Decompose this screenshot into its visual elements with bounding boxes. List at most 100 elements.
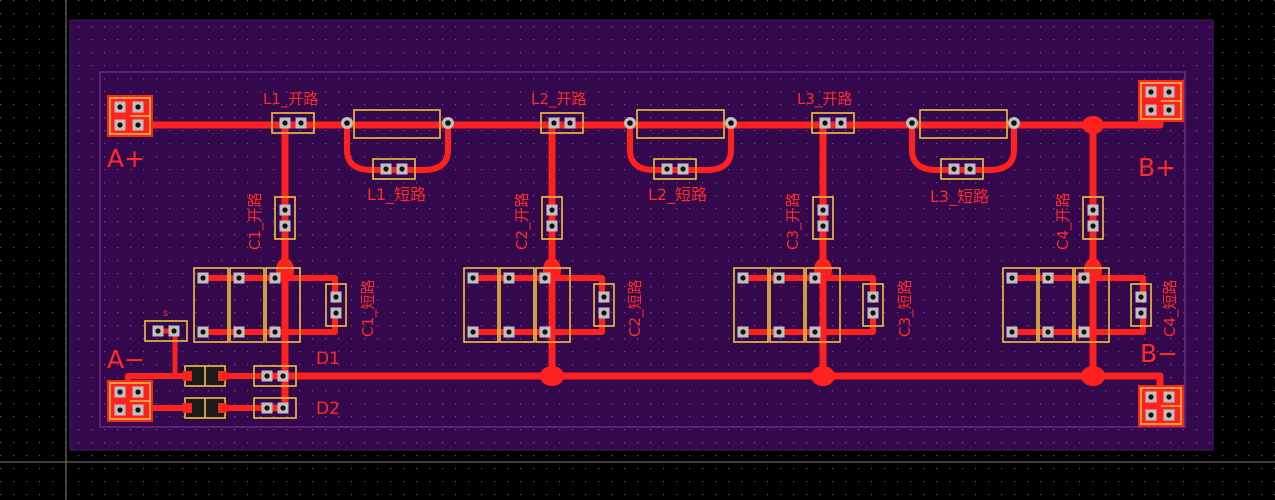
pad-hole — [333, 294, 339, 300]
pad-hole — [470, 275, 476, 281]
pad-hole — [117, 122, 123, 128]
series-short-loop-3 — [909, 122, 1017, 173]
bank-c3-capacitor-2-outline — [769, 267, 805, 343]
pad-hole — [870, 294, 876, 300]
diode-d2-pad-1[interactable] — [183, 403, 192, 413]
label-c3-short: C3_短路 — [896, 279, 915, 337]
pad-hole — [282, 223, 288, 229]
bank-c4-capacitor-3-outline — [1074, 267, 1110, 343]
pad-hole — [171, 328, 177, 334]
pad-hole — [812, 275, 818, 281]
pad-hole — [627, 120, 633, 126]
jumper-c4-open-outline — [1082, 196, 1104, 240]
pad-hole — [1148, 107, 1154, 113]
pad-hole — [664, 166, 670, 172]
pad-hole — [264, 405, 270, 411]
pad-hole — [135, 104, 141, 110]
pad-hole — [333, 310, 339, 316]
cap-bottom-bus-1 — [201, 313, 338, 335]
terminal-label-b-plus: B+ — [1138, 153, 1176, 182]
jumper-l3-open-outline — [811, 112, 855, 134]
pad-hole — [549, 207, 555, 213]
jumper-l1-open-outline — [271, 112, 315, 134]
pad-hole — [1009, 329, 1015, 335]
pad-hole — [200, 329, 206, 335]
pad-hole — [549, 223, 555, 229]
inductor-l2-outline — [636, 109, 725, 139]
jumper-c3-open-outline — [812, 196, 834, 240]
pad-hole — [967, 166, 973, 172]
pad-hole — [1148, 412, 1154, 418]
label-l1-open: L1_开路 — [263, 90, 318, 109]
pad-hole — [236, 329, 242, 335]
junction-3 — [811, 366, 835, 386]
pad-hole — [1090, 207, 1096, 213]
pad-hole — [282, 207, 288, 213]
label-l1-short: L1_短路 — [367, 185, 426, 205]
jumper-c2-open-outline — [541, 196, 563, 240]
pad-hole — [272, 275, 278, 281]
pad-hole — [200, 275, 206, 281]
jumper-c3-short-outline — [862, 283, 884, 327]
pad-hole — [280, 373, 286, 379]
diode-d1-pad-2[interactable] — [218, 371, 227, 381]
jumper-l1-short-outline — [372, 158, 416, 180]
junction-2 — [540, 366, 564, 386]
component-layer — [107, 80, 1184, 427]
pad-hole — [445, 120, 451, 126]
pad-hole — [264, 373, 270, 379]
pad-hole — [551, 120, 557, 126]
pad-hole — [1045, 329, 1051, 335]
pad-hole — [1166, 394, 1172, 400]
pad-hole — [1081, 275, 1087, 281]
board-grid — [70, 20, 1213, 450]
pad-hole — [740, 275, 746, 281]
bank-c2-capacitor-3-outline — [535, 267, 571, 343]
pad-hole — [236, 275, 242, 281]
bank-c4-capacitor-1-outline — [1002, 267, 1038, 343]
pad-hole — [1011, 120, 1017, 126]
label-c1-open: C1_开路 — [246, 192, 265, 250]
bank-c1-capacitor-1-outline — [193, 267, 229, 343]
bank-c1-capacitor-3-outline — [265, 267, 301, 343]
pad-hole — [117, 104, 123, 110]
label-c2-open: C2_开路 — [513, 192, 532, 250]
pad-hole — [909, 120, 915, 126]
pad-hole — [601, 294, 607, 300]
bank-c2-capacitor-2-outline — [499, 267, 535, 343]
label-l2-short: L2_短路 — [648, 185, 707, 205]
jumper-l3-short-outline — [940, 158, 984, 180]
pad-hole — [135, 122, 141, 128]
pad-hole — [838, 120, 844, 126]
terminal-label-a-minus: A− — [107, 345, 145, 374]
pad-hole — [1166, 107, 1172, 113]
label-c3-open: C3_开路 — [784, 192, 803, 250]
inductor-l1-outline — [353, 109, 441, 139]
pad-hole — [1138, 310, 1144, 316]
pad-hole — [542, 275, 548, 281]
jumper-l2-short-outline — [653, 158, 697, 180]
silkscreen-text-layer: A+ A− B+ B− D1 D2 s L1_开路 L2_开路 L3_开路 L1… — [107, 90, 1180, 419]
label-l3-open: L3_开路 — [797, 90, 852, 109]
label-c2-short: C2_短路 — [626, 279, 645, 337]
junction-b-plus — [1082, 116, 1104, 134]
pad-hole — [870, 310, 876, 316]
pad-hole — [1148, 394, 1154, 400]
diode-d2-pad-2[interactable] — [218, 403, 227, 413]
pad-hole — [820, 223, 826, 229]
bank-c3-capacitor-3-outline — [805, 267, 841, 343]
pad-hole — [1090, 223, 1096, 229]
pad-hole — [601, 310, 607, 316]
pad-hole — [272, 329, 278, 335]
pad-hole — [740, 329, 746, 335]
pad-hole — [776, 275, 782, 281]
pad-hole — [542, 329, 548, 335]
pad-hole — [567, 120, 573, 126]
pad-hole — [117, 389, 123, 395]
cap-bottom-bus-4 — [1009, 313, 1146, 335]
bank-c3-capacitor-1-outline — [733, 267, 769, 343]
label-l3-short: L3_短路 — [930, 187, 989, 207]
diode-d1-pad-1[interactable] — [183, 371, 192, 381]
